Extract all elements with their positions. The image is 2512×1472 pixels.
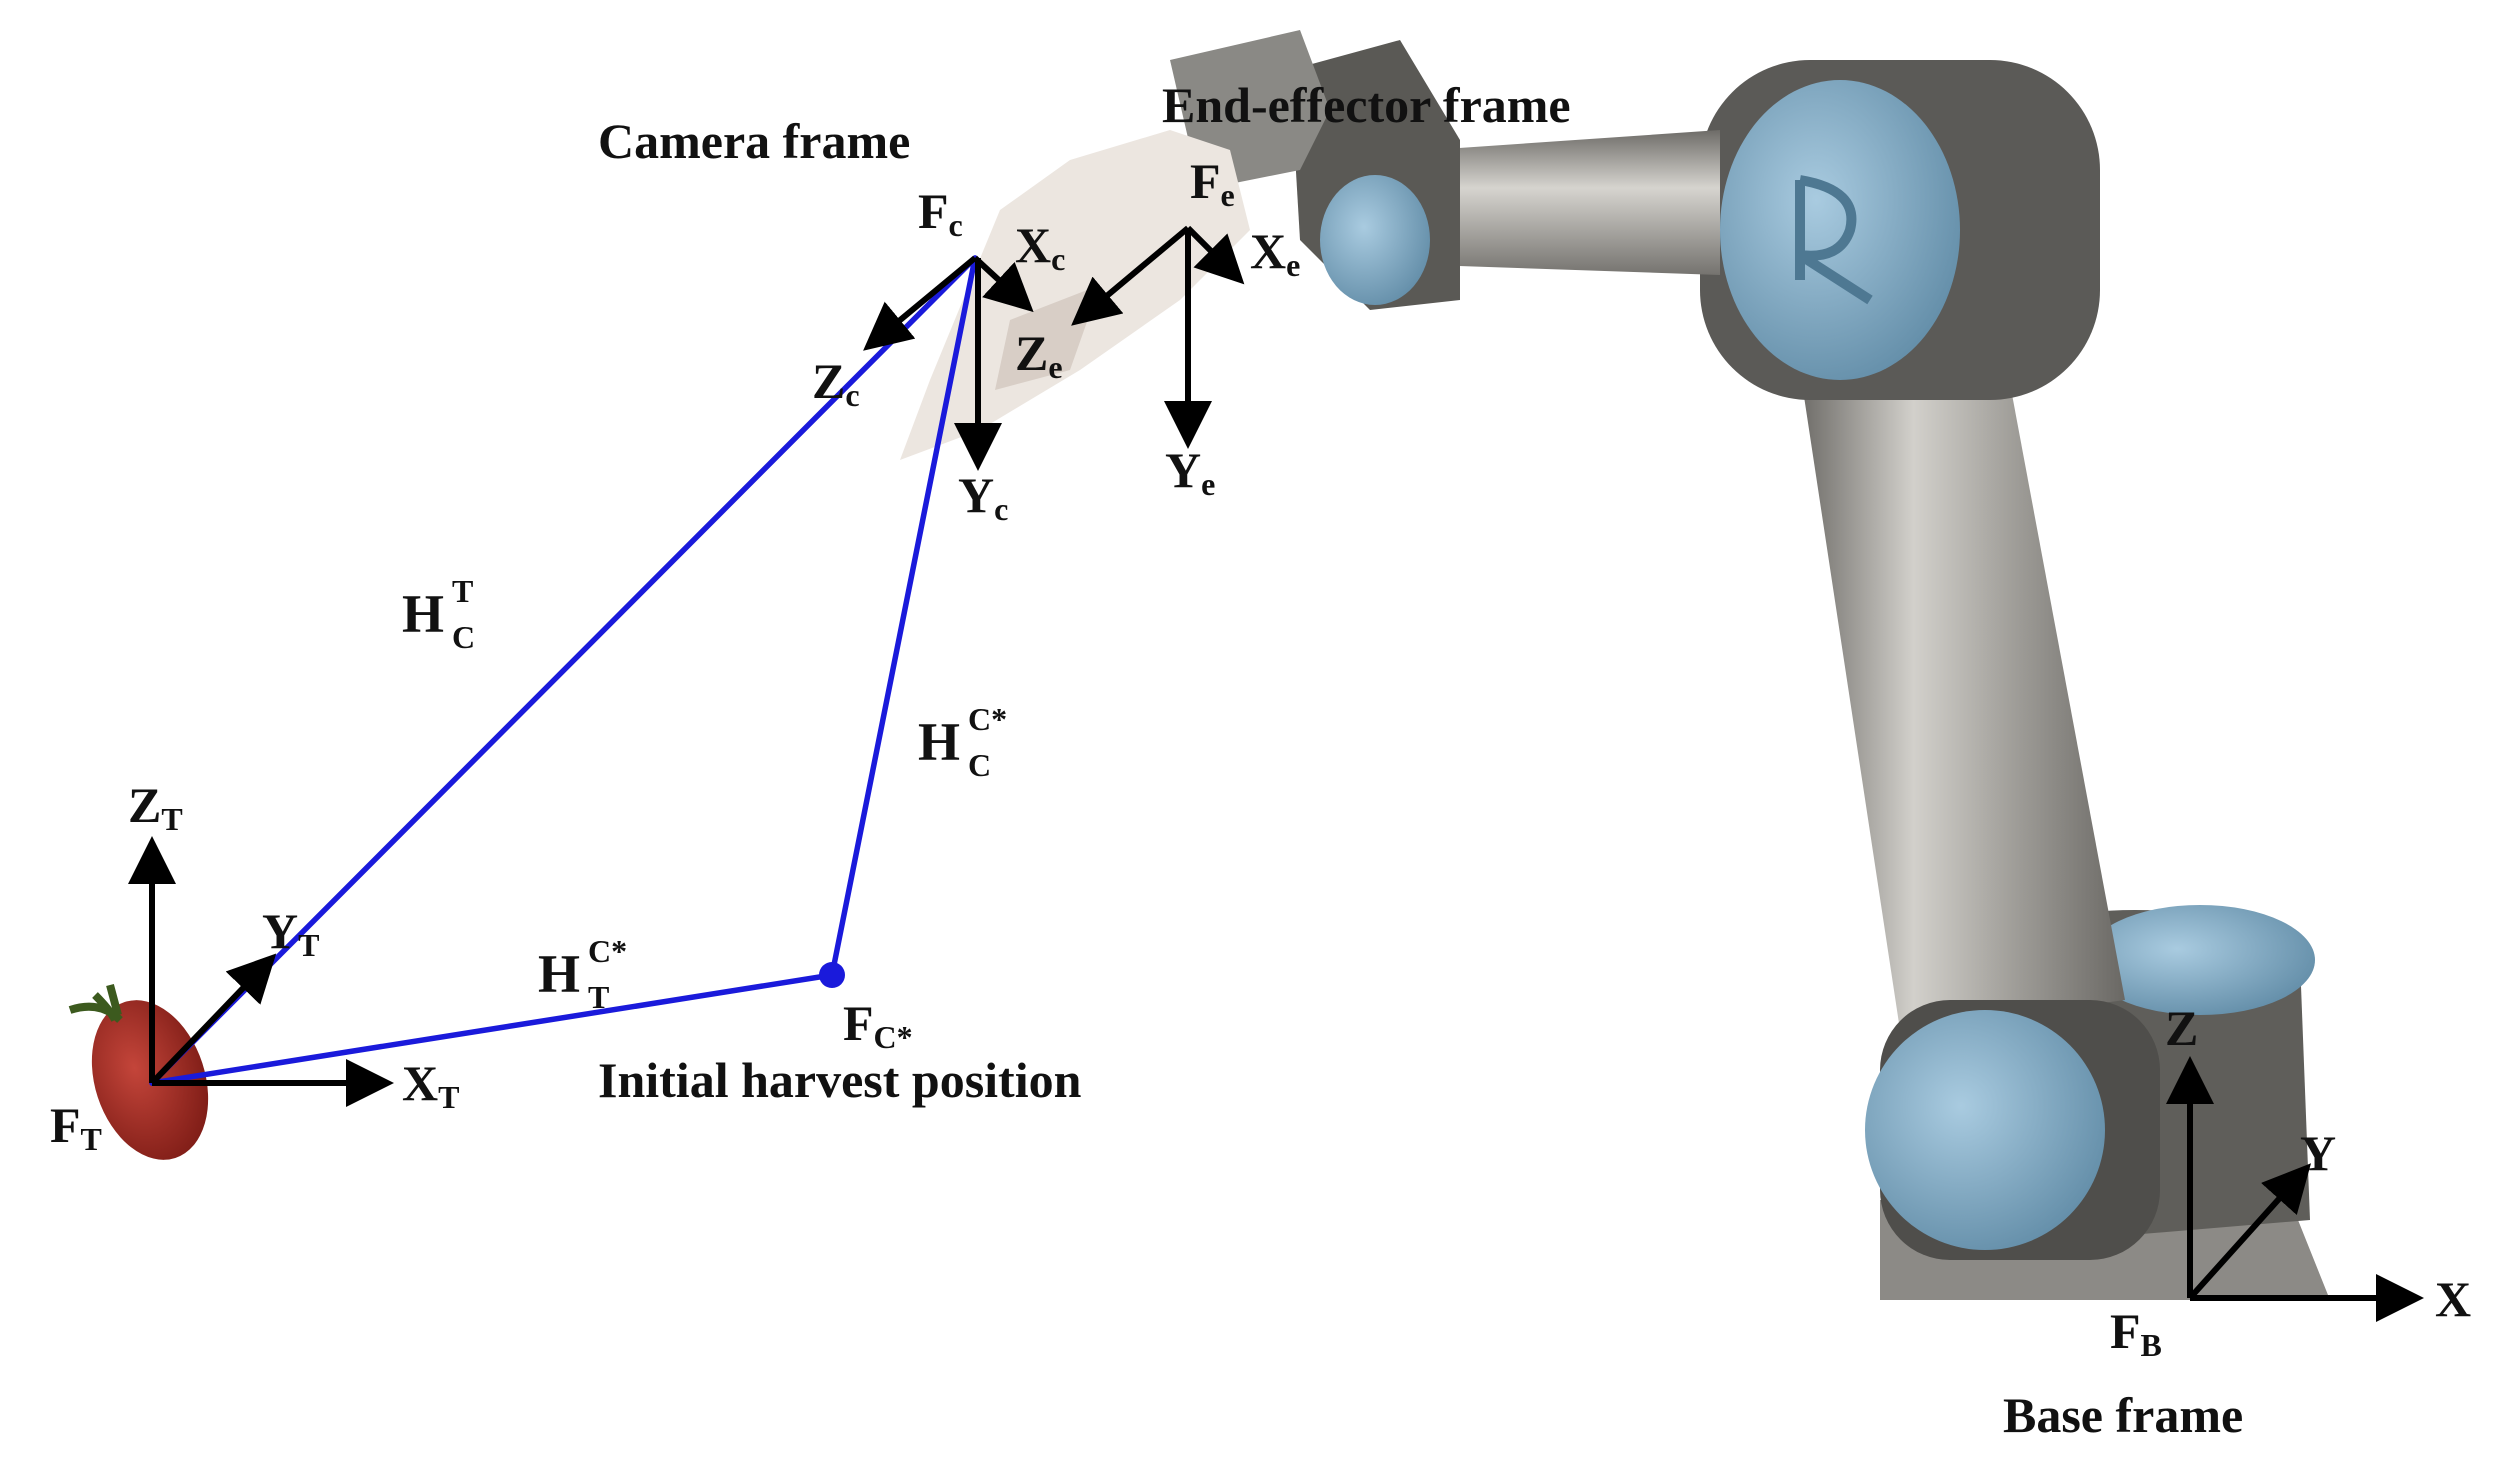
svg-text:H: H [918, 712, 960, 772]
fc-label: Fc [918, 183, 963, 243]
axis-xc-arrow [972, 255, 1034, 313]
svg-text:C: C [968, 747, 991, 783]
hccs-label: H C* C [918, 701, 1007, 783]
robot-elbow-logo [1795, 175, 1873, 305]
axis-y-arrow [2187, 1163, 2312, 1301]
axis-xe-arrow [1185, 225, 1245, 285]
initial-harvest-position-label: Initial harvest position [598, 1052, 1082, 1108]
fcstar-label: FC* [843, 995, 913, 1055]
ze-label: Ze [1015, 325, 1063, 385]
fb-label: FB [2110, 1303, 2162, 1363]
robot-elbow-cap [1720, 80, 1960, 380]
robot-shoulder-cap [1865, 1010, 2105, 1250]
line-htcs [149, 972, 835, 1086]
xt-label: XT [402, 1055, 459, 1115]
camera-frame-title: Camera frame [598, 113, 910, 169]
x-label: X [2435, 1271, 2471, 1327]
svg-text:C*: C* [588, 933, 627, 969]
svg-text:H: H [402, 584, 444, 644]
svg-text:C*: C* [968, 701, 1007, 737]
svg-text:T: T [588, 979, 609, 1015]
tomato-stem-icon [68, 983, 123, 1023]
robot-arm [900, 30, 2330, 1300]
robot-lower-arm [1800, 330, 2125, 1030]
end-effector-frame-title: End-effector frame [1162, 77, 1571, 133]
initial-harvest-point [819, 962, 845, 988]
fe-label: Fe [1190, 153, 1235, 213]
robot-base-cap-top [2085, 905, 2315, 1015]
htcs-label: H C* T [538, 933, 627, 1015]
line-hccs [829, 255, 978, 978]
zc-label: Zc [812, 353, 860, 413]
xe-label: Xe [1250, 223, 1300, 283]
robot-wrist-cap [1320, 175, 1430, 305]
axis-ze-arrow [1071, 225, 1190, 326]
ye-label: Ye [1165, 442, 1215, 502]
svg-text:C: C [452, 619, 475, 655]
line-hct [149, 255, 978, 1086]
axis-yt-arrow [149, 953, 277, 1086]
z-label: Z [2165, 1000, 2198, 1056]
axes [128, 225, 2424, 1322]
ft-label: FT [50, 1097, 102, 1157]
axis-zc-arrow [863, 255, 977, 351]
base-frame-title: Base frame [2003, 1387, 2243, 1443]
y-label: Y [2300, 1125, 2336, 1181]
yt-label: YT [262, 903, 319, 963]
robot-upper-arm [1430, 130, 1720, 275]
xc-label: Xc [1015, 217, 1065, 277]
svg-text:H: H [538, 944, 580, 1004]
yc-label: Yc [958, 467, 1008, 527]
hct-label: H T C [402, 573, 475, 655]
zt-label: ZT [128, 777, 183, 837]
transform-lines [149, 255, 978, 1086]
svg-text:T: T [452, 573, 473, 609]
